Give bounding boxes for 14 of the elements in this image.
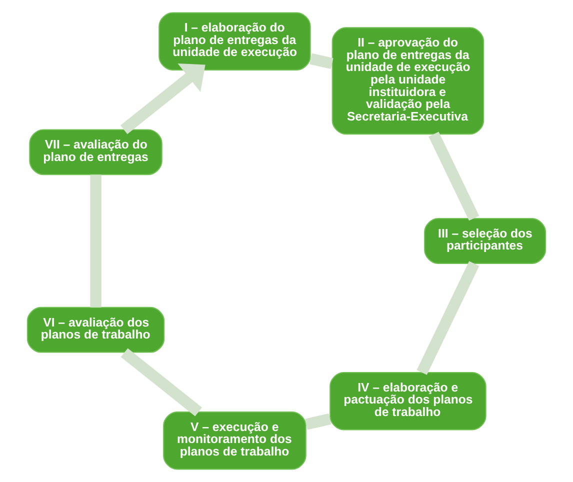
connector [120, 348, 202, 416]
connector [416, 261, 480, 375]
node-box: II – aprovação do plano de entregas da unidade de execução pela unidade instituidora e validação pela Secretaria-Executiva [332, 27, 484, 135]
connector [304, 413, 332, 430]
node-box: VII – avaliação do plano de entregas [29, 129, 162, 176]
node-box: V – execução e monitoramento dos planos de trabalho [163, 412, 306, 470]
node-box: III – seleção dos participantes [424, 218, 546, 264]
node-box: I – elaboração do plano de entregas da unidade de execução [158, 12, 311, 70]
node-box: IV – elaboração e pactuação dos planos de trabalho [330, 372, 486, 430]
arrow [120, 63, 206, 134]
connector [90, 174, 102, 308]
node-box: VI – avaliação dos planos de trabalho [26, 306, 165, 353]
connector [428, 132, 480, 221]
connector [309, 53, 334, 70]
